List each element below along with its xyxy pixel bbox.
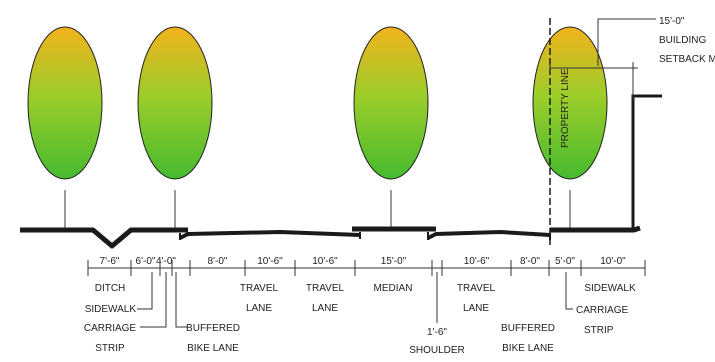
segment-dimension: 6'-0" [136,256,156,267]
sidewalk-right-label: SIDEWALK [584,283,636,294]
carriage-strip-right-label-1: CARRIAGE [576,305,629,316]
segment-dimension: 10'-6" [257,256,283,267]
segment-dimension: 10'-0" [600,256,626,267]
carriage-strip-left-label-1: CARRIAGE [84,323,137,334]
shoulder-label: SHOULDER [409,345,465,356]
setback-label-line2: SETBACK MIN [659,54,715,65]
segment-dimension: 7'-6" [100,256,120,267]
dimension-values: 7'-6" 6'-0"4'-0" 8'-0" 10'-6" 10'-6" 15'-0" 10… [100,256,627,267]
segment-dimension: 8'-0" [208,256,228,267]
tree-2 [137,26,213,228]
travel-lane-1-label-2: LANE [246,303,272,314]
carriage-strip-right-label-2: STRIP [584,325,614,336]
buffered-bike-lane-right-label-2: BIKE LANE [502,343,554,354]
segment-dimension: 8'-0" [520,256,540,267]
travel-lane-3-label-2: LANE [463,303,489,314]
property-line-label: PROPERTY LINE [560,68,571,148]
segment-dimension: 10'-6" [464,256,490,267]
building-outline [631,94,662,228]
buffered-bike-lane-left-label-2: BIKE LANE [187,343,239,354]
travel-lane-2-label-1: TRAVEL [306,283,345,294]
buffered-bike-lane-left-label-1: BUFFERED [186,323,240,334]
ditch-label: DITCH [95,283,126,294]
tree-4 [532,26,608,228]
travel-lane-3-label-1: TRAVEL [457,283,496,294]
leader-lines [137,272,573,328]
tree-3 [353,26,429,228]
segment-dimension: 10'-6" [312,256,338,267]
sidewalk-left-label: SIDEWALK [85,304,137,315]
segment-dimension: 5'-0" [555,256,575,267]
setback-dimension [549,18,656,100]
setback-dimension-label: 15'-0" [659,16,685,27]
travel-lane-2-label-2: LANE [312,303,338,314]
dimension-ticks [87,260,646,276]
buffered-bike-lane-right-label-1: BUFFERED [501,323,555,334]
median-label: MEDIAN [374,283,413,294]
setback-label-line1: BUILDING [659,35,706,46]
segment-dimension: 15'-0" [381,256,407,267]
travel-lane-1-label-1: TRAVEL [240,283,279,294]
segment-dimension: 4'-0" [156,256,176,267]
ground-profile [20,225,641,249]
shoulder-dimension-label: 1'-6" [427,327,447,338]
carriage-strip-left-label-2: STRIP [95,343,125,354]
tree-1 [27,26,103,228]
